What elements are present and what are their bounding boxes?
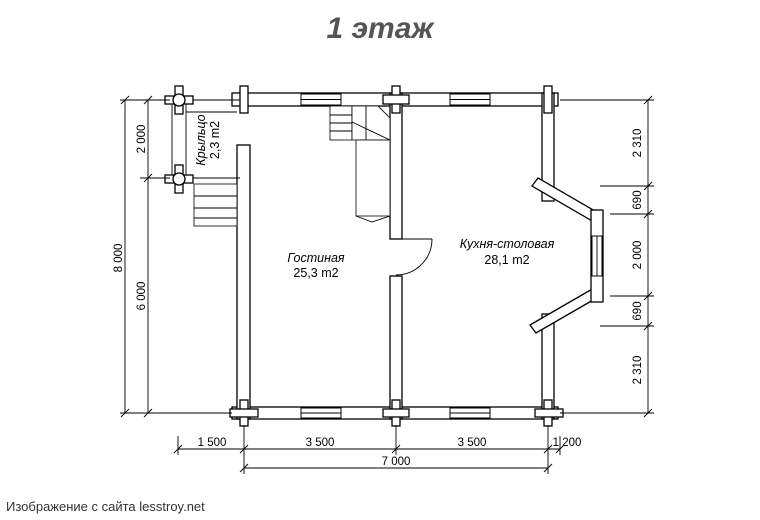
- dim-right-bay-angle-bottom: 690: [632, 301, 644, 320]
- interior-staircase: [329, 105, 391, 223]
- dim-right-bottom: 2 310: [632, 356, 644, 385]
- room-labels: Крыльцо 2,3 m2 Гостиная 25,3 m2 Кухня-ст…: [194, 114, 555, 280]
- wall-partition-upper: [389, 92, 403, 240]
- dim-right-bay-angle-top: 690: [632, 190, 644, 209]
- dim-kitchen-width: 3 500: [458, 437, 487, 449]
- porch-steps: [193, 183, 238, 227]
- room-area-kitchen: 28,1 m2: [484, 253, 529, 267]
- dim-bay-width: 1 200: [553, 437, 582, 449]
- source-caption: Изображение с сайта lesstroy.net: [6, 499, 205, 514]
- dim-right-bay-window: 2 000: [632, 241, 644, 270]
- post-bottom-right-h: [534, 408, 564, 418]
- post-bottom-left-h: [229, 408, 259, 418]
- dim-right-top: 2 310: [632, 129, 644, 158]
- post-mid-h-top: [382, 94, 410, 105]
- floor-title: 1 этаж: [326, 12, 434, 45]
- dim-porch-width: 1 500: [198, 437, 227, 449]
- room-area-porch: 2,3 m2: [208, 121, 222, 159]
- porch-post-top: [164, 85, 194, 115]
- room-area-living: 25,3 m2: [293, 266, 338, 280]
- dim-living-width: 3 500: [306, 437, 335, 449]
- post-top-right: [543, 85, 553, 114]
- dim-total-depth: 8 000: [113, 244, 125, 273]
- windows: [300, 93, 603, 419]
- room-name-porch: Крыльцо: [194, 114, 208, 165]
- stair-flight: [355, 139, 391, 217]
- dim-total-width: 7 000: [382, 456, 411, 468]
- wall-posts: [229, 85, 564, 427]
- room-name-living: Гостиная: [287, 251, 344, 265]
- post-mid-h-bottom: [382, 408, 410, 418]
- door: [395, 238, 433, 276]
- wall-partition-lower: [389, 275, 403, 420]
- room-name-kitchen: Кухня-столовая: [460, 237, 555, 251]
- wall-left: [236, 144, 251, 420]
- porch: [164, 85, 240, 227]
- walls: [231, 92, 604, 420]
- dimensions-bottom: 1 500 3 500 3 500 1 200 7 000: [173, 425, 582, 474]
- dim-porch-depth: 2 000: [136, 125, 148, 154]
- porch-post-bottom: [164, 164, 194, 194]
- bay-wall-bottom: [529, 287, 601, 334]
- dimensions-left: 2 000 6 000 8 000: [113, 95, 232, 418]
- post-top-left: [239, 85, 249, 114]
- dim-house-minus-porch: 6 000: [136, 282, 148, 311]
- dimensions-right: 2 310 690 2 000 690 2 310: [560, 95, 654, 418]
